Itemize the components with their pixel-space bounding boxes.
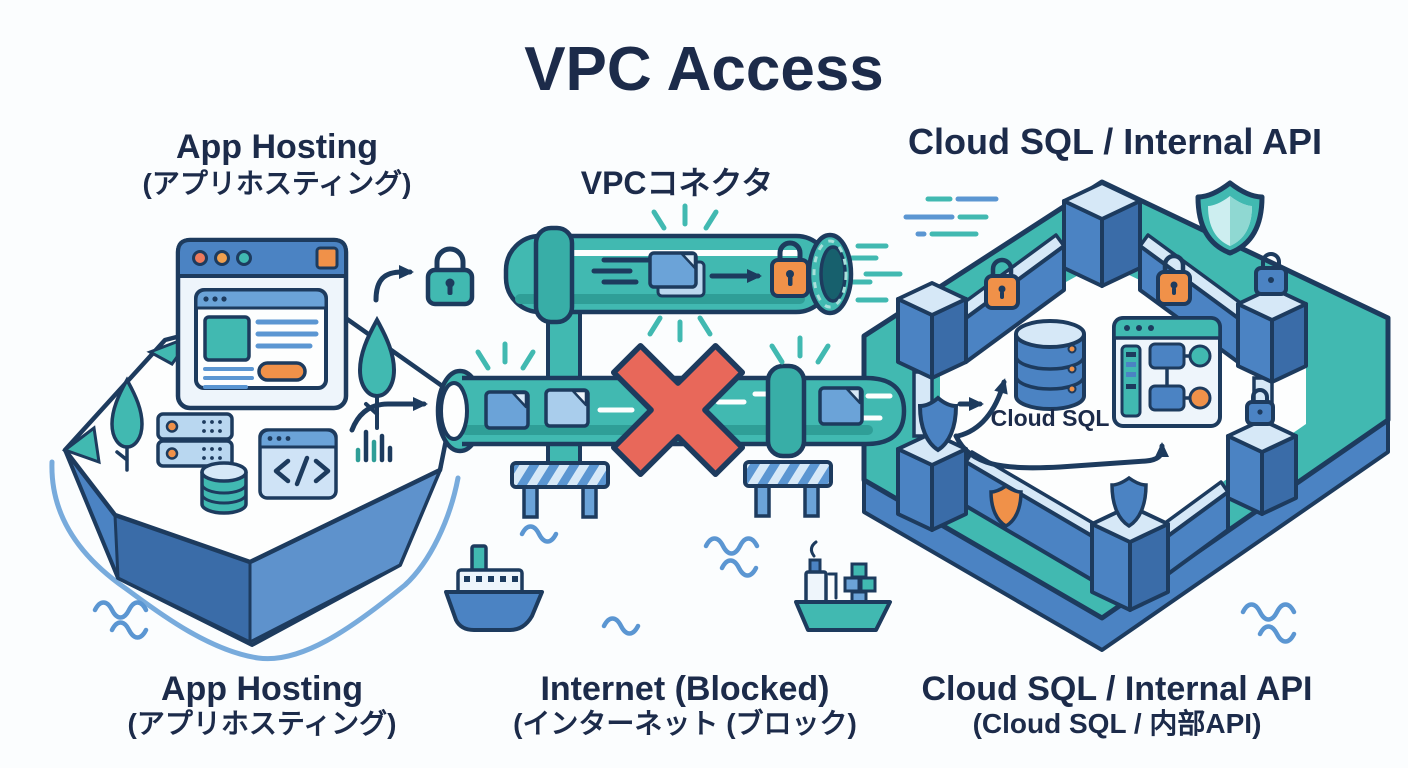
page-button xyxy=(257,361,307,382)
arrow-to-database xyxy=(955,378,1008,439)
internet-bottom-label-ja: (インターネット (ブロック) xyxy=(513,707,857,739)
browser-menu-square xyxy=(315,246,339,270)
lower-pipe-mouth-inner xyxy=(439,381,469,441)
cargo-boat-icon xyxy=(794,540,892,632)
cloud-sql-top-label: Cloud SQL / Internal API xyxy=(908,121,1322,162)
data-speed-dashes xyxy=(591,257,651,285)
tree-icon-large xyxy=(357,315,397,430)
shield-icon-blue-pipe-end xyxy=(917,395,959,453)
page-title: VPC Access xyxy=(524,35,884,104)
vpc-fortress: Cloud SQL xyxy=(847,179,1391,652)
document-icon-2 xyxy=(544,388,590,428)
tree-icon-small xyxy=(110,376,144,472)
app-hosting-bottom-label-ja: (アプリホスティング) xyxy=(128,708,397,739)
database-cylinder-icon xyxy=(200,461,248,515)
pipe-exit-speed-lines xyxy=(855,243,903,303)
cloud-sql-bottom-label-ja: (Cloud SQL / 内部API) xyxy=(973,708,1262,739)
sparkle-marks xyxy=(475,203,831,371)
pipe-collar-lower xyxy=(765,363,807,459)
pipe-collar-upper xyxy=(533,225,575,325)
shield-icon-blue-pillar xyxy=(1110,475,1148,529)
app-hosting-top-label-ja: (アプリホスティング) xyxy=(143,168,412,199)
app-hosting-bottom-label-en: App Hosting xyxy=(161,670,363,708)
lock-icon-orange-right-wall xyxy=(1156,253,1192,306)
code-window-icon xyxy=(258,428,338,500)
cloud-sql-database-icon xyxy=(1014,319,1086,411)
api-flowchart xyxy=(1148,342,1212,412)
fortress-pillars xyxy=(896,181,1308,612)
internal-api-window xyxy=(1112,316,1222,428)
arrow-to-lock xyxy=(373,265,414,303)
shield-icon-orange-wall xyxy=(989,483,1023,529)
lock-icon-teal xyxy=(425,246,475,307)
browser-dot-red xyxy=(192,250,208,266)
browser-window xyxy=(175,237,349,411)
pipe-mouth-inner xyxy=(819,245,847,303)
server-rack-icon xyxy=(156,412,234,468)
cloud-sql-bottom-label-en: Cloud SQL / Internal API xyxy=(921,670,1312,708)
lock-icon-blue-pillar-bottom xyxy=(1245,388,1275,426)
vpc-connector-pipe xyxy=(503,225,903,325)
lock-icon-blue-pillar-top xyxy=(1254,252,1288,296)
pillar-lower-right xyxy=(1226,418,1298,516)
arrow-to-pipe xyxy=(349,397,428,433)
document-stack-icon xyxy=(648,251,706,298)
lock-icon-orange-left-wall xyxy=(984,257,1020,310)
document-icon-3 xyxy=(818,386,864,426)
app-hosting-top-label-en: App Hosting xyxy=(176,128,378,166)
app-hosting-island xyxy=(49,237,461,662)
barrier-left xyxy=(510,461,610,519)
browser-dot-orange xyxy=(214,250,230,266)
barrier-right xyxy=(743,460,833,518)
browser-dot-teal xyxy=(236,250,252,266)
speed-lines xyxy=(847,196,999,285)
blocked-x-icon xyxy=(610,342,746,478)
pillar-upper-right xyxy=(1236,286,1308,384)
waves xyxy=(92,524,1297,644)
signal-bars-icon xyxy=(355,429,393,463)
island-water-outline xyxy=(49,459,461,662)
document-icon-1 xyxy=(484,390,530,430)
cloud-sql-db-label: Cloud SQL xyxy=(991,405,1110,431)
shield-icon-teal xyxy=(1195,180,1265,256)
passenger-boat-icon xyxy=(444,544,544,632)
pillar-upper-left xyxy=(896,281,968,380)
pillar-top xyxy=(1062,181,1142,288)
page-hero-block xyxy=(203,315,251,362)
pillar-lower-left xyxy=(896,431,968,532)
vpc-connector-label: VPCコネクタ xyxy=(581,165,774,201)
arrow-to-api-window xyxy=(953,433,1169,471)
code-glyph xyxy=(273,455,331,487)
island-teal-facet-2 xyxy=(61,425,101,465)
inner-page-window xyxy=(194,288,328,390)
internet-bottom-label-en: Internet (Blocked) xyxy=(540,670,829,708)
